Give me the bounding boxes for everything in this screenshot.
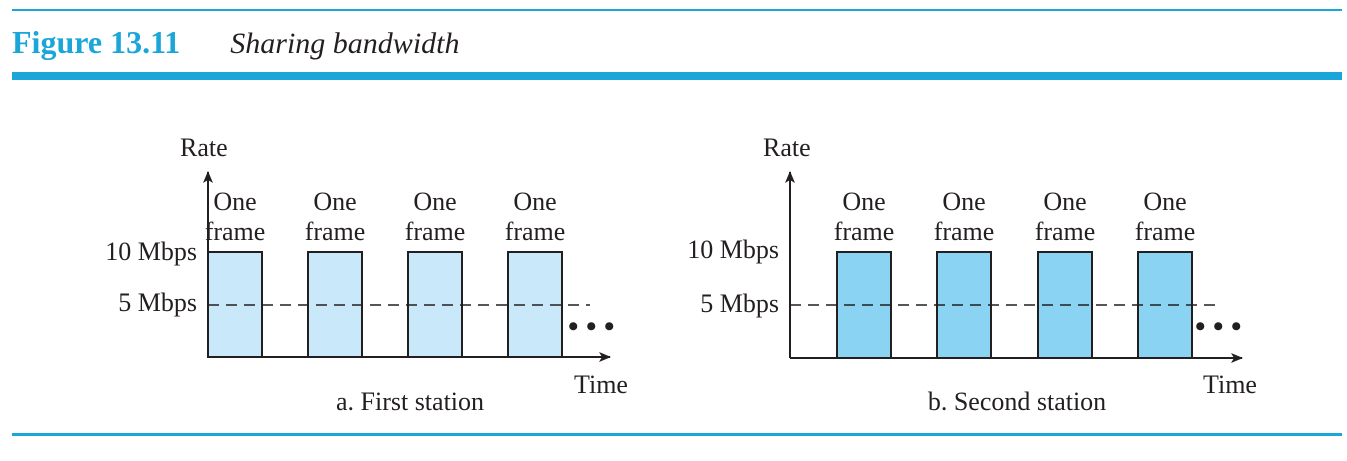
top-rule xyxy=(12,9,1342,11)
y-axis-label: Rate xyxy=(180,133,228,162)
level-label-10mbps: 10 Mbps xyxy=(105,237,197,266)
frame-label-line1: One xyxy=(842,187,885,216)
frame-label-line2: frame xyxy=(1135,217,1196,246)
level-label-10mbps: 10 Mbps xyxy=(687,235,779,264)
frame-label-line2: frame xyxy=(1035,217,1096,246)
frame-label-line2: frame xyxy=(205,217,266,246)
level-label-5mbps: 5 Mbps xyxy=(118,288,197,317)
frame-block xyxy=(936,251,992,359)
bottom-rule xyxy=(12,433,1342,436)
frame-label-line1: One xyxy=(413,187,456,216)
header-rule xyxy=(12,72,1342,80)
x-axis-label: Time xyxy=(1203,370,1257,399)
frame-label-line2: frame xyxy=(834,217,895,246)
frame-label-line2: frame xyxy=(405,217,466,246)
frame-label-line1: One xyxy=(1043,187,1086,216)
frame-block xyxy=(1137,251,1193,359)
panel-caption: a. First station xyxy=(336,387,484,416)
panel-first-station: Rate 10 Mbps 5 Mbps OneframeOneframeOnef… xyxy=(105,133,628,416)
frame-label-line2: frame xyxy=(934,217,995,246)
figure-label: Figure 13.11 xyxy=(12,24,181,60)
panel-second-station: Rate 10 Mbps 5 Mbps OneframeOneframeOnef… xyxy=(687,133,1257,416)
figure-header: Figure 13.11 Sharing bandwidth xyxy=(12,24,460,64)
continuation-dots: • • • xyxy=(568,310,615,343)
frame-label-line1: One xyxy=(942,187,985,216)
frame-label-line1: One xyxy=(1143,187,1186,216)
x-axis-label: Time xyxy=(574,370,628,399)
continuation-dots: • • • xyxy=(1195,310,1242,343)
y-axis-label: Rate xyxy=(763,133,811,162)
panel-caption: b. Second station xyxy=(928,387,1106,416)
frame-label-line1: One xyxy=(513,187,556,216)
level-label-5mbps: 5 Mbps xyxy=(700,289,779,318)
frame-label-line2: frame xyxy=(505,217,566,246)
frame-label-line1: One xyxy=(313,187,356,216)
frame-label-line2: frame xyxy=(305,217,366,246)
frame-label-line1: One xyxy=(213,187,256,216)
figure-title: Sharing bandwidth xyxy=(230,27,460,60)
